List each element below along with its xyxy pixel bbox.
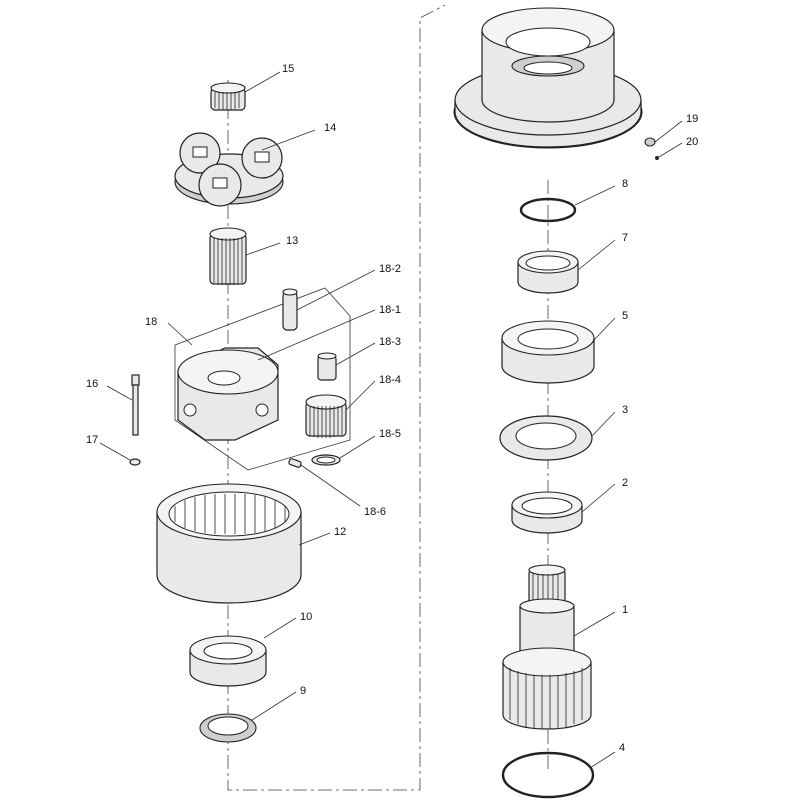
part-5-bearing [501, 320, 595, 384]
part-17-washer [129, 458, 141, 466]
callout-19: 19 [686, 113, 698, 125]
housing [453, 7, 643, 149]
callout-8: 8 [622, 178, 628, 190]
part-8-snap-ring [519, 197, 577, 223]
callout-18-3: 18-3 [379, 336, 401, 348]
leader-lines [99, 71, 683, 769]
callout-3: 3 [622, 404, 628, 416]
part-16-bolt [131, 374, 140, 436]
callout-4: 4 [619, 742, 625, 754]
callout-15: 15 [282, 63, 294, 75]
part-3-thrust-plate [499, 415, 593, 461]
callout-18-1: 18-1 [379, 304, 401, 316]
callout-1: 1 [622, 604, 628, 616]
part-12-ring-gear [156, 483, 302, 604]
callout-9: 9 [300, 685, 306, 697]
callout-20: 20 [686, 136, 698, 148]
callout-2: 2 [622, 477, 628, 489]
callout-18-6: 18-6 [364, 506, 386, 518]
callout-18-4: 18-4 [379, 374, 401, 386]
part-14-planet-gear-set [174, 132, 284, 207]
callout-7: 7 [622, 232, 628, 244]
part-18-carrier-assembly [174, 287, 351, 471]
part-19-plug [644, 137, 656, 147]
callout-12: 12 [334, 526, 346, 538]
callout-18-5: 18-5 [379, 428, 401, 440]
callout-18: 18 [145, 316, 157, 328]
callout-16: 16 [86, 378, 98, 390]
callout-13: 13 [286, 235, 298, 247]
part-15-sun-pinion [210, 82, 246, 111]
part-7-collar [517, 250, 579, 294]
part-9-seal [199, 713, 257, 743]
part-13-spline-gear [209, 227, 247, 285]
part-4-snap-ring [501, 751, 595, 799]
part-1-pinion-shaft [502, 564, 592, 730]
callout-5: 5 [622, 310, 628, 322]
callout-18-2: 18-2 [379, 263, 401, 275]
callout-14: 14 [324, 122, 336, 134]
part-20-pin [655, 156, 659, 160]
callout-10: 10 [300, 611, 312, 623]
assembly-axes [227, 4, 549, 791]
callout-17: 17 [86, 434, 98, 446]
part-10-bearing [189, 635, 267, 687]
part-2-seal [511, 491, 583, 534]
callout-labels: 15 14 13 18 18-2 18-1 18-3 18-4 18-5 18-… [86, 63, 698, 754]
